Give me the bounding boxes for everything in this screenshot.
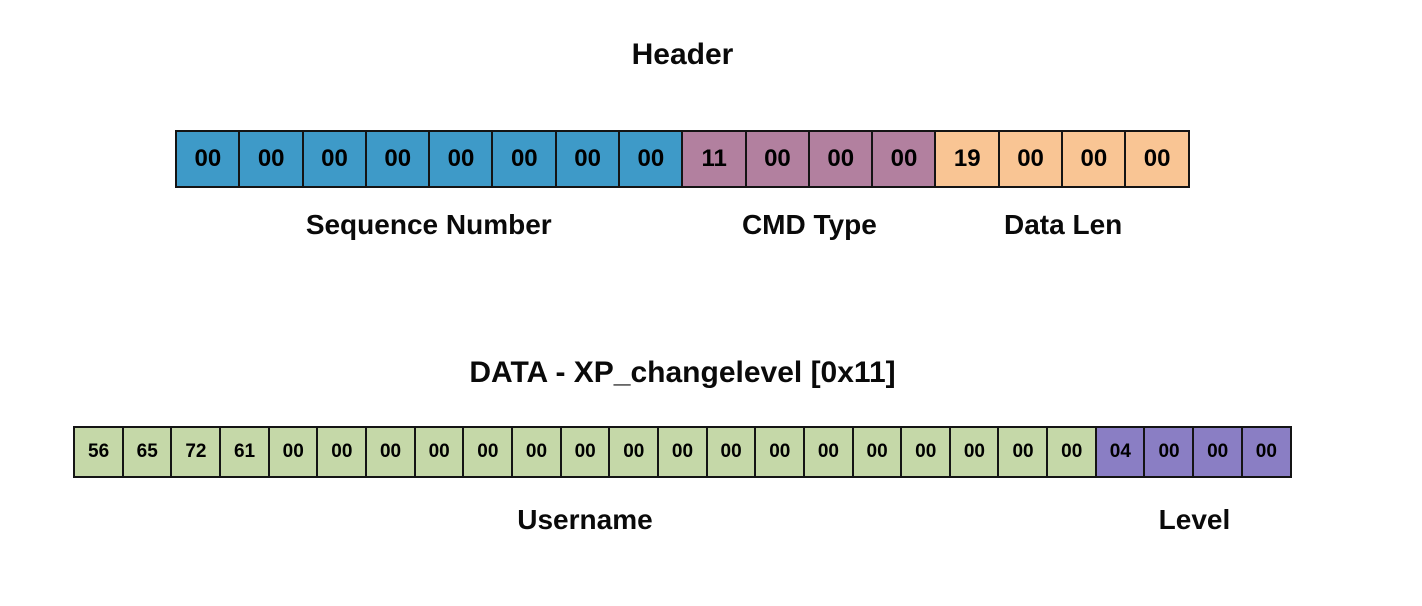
header-section-title: Header [631,38,734,71]
byte-cell: 00 [705,426,757,478]
byte-cell: 00 [301,130,368,188]
data-field-labels: Username Level [73,504,1292,540]
byte-cell: 00 [948,426,1000,478]
byte-cell: 00 [802,426,854,478]
byte-cell: 00 [997,130,1064,188]
byte-cell: 00 [754,426,806,478]
byte-cell: 00 [900,426,952,478]
byte-cell: 00 [656,426,709,478]
field-label-cmd-type: CMD Type [741,209,877,240]
byte-cell: 00 [1192,426,1244,478]
byte-cell: 00 [364,426,417,478]
byte-cell: 65 [121,426,173,478]
byte-cell: 00 [554,130,621,188]
byte-cell: 11 [681,130,748,188]
byte-cell: 00 [559,426,611,478]
byte-cell: 00 [1240,426,1292,478]
byte-cell: 00 [175,130,241,188]
byte-cell: 04 [1094,426,1146,478]
byte-cell: 00 [1060,130,1127,188]
byte-cell: 00 [1046,426,1098,478]
byte-cell: 00 [491,130,558,188]
byte-cell: 72 [170,426,222,478]
byte-cell: 00 [428,130,494,188]
byte-cell: 00 [807,130,874,188]
field-label-level: Level [1158,504,1231,535]
header-field-labels: Sequence Number CMD Type Data Len [175,209,1190,245]
byte-cell: 00 [617,130,684,188]
byte-cell: 00 [510,426,563,478]
byte-cell: 00 [267,426,319,478]
byte-cell: 00 [238,130,305,188]
byte-cell: 00 [316,426,368,478]
byte-cell: 00 [608,426,660,478]
byte-cell: 00 [851,426,903,478]
byte-cell: 00 [997,426,1049,478]
data-section-title: DATA - XP_changelevel [0x11] [469,356,896,389]
field-label-username: Username [517,504,653,535]
field-label-sequence-number: Sequence Number [305,209,552,240]
byte-cell: 00 [413,426,465,478]
byte-cell: 00 [1124,130,1190,188]
byte-cell: 19 [934,130,1001,188]
byte-cell: 00 [364,130,431,188]
byte-cell: 00 [744,130,811,188]
byte-cell: 00 [462,426,514,478]
byte-cell: 00 [1143,426,1195,478]
byte-cell: 56 [73,426,125,478]
field-label-data-len: Data Len [1004,209,1123,240]
byte-cell: 00 [871,130,937,188]
byte-cell: 61 [218,426,271,478]
